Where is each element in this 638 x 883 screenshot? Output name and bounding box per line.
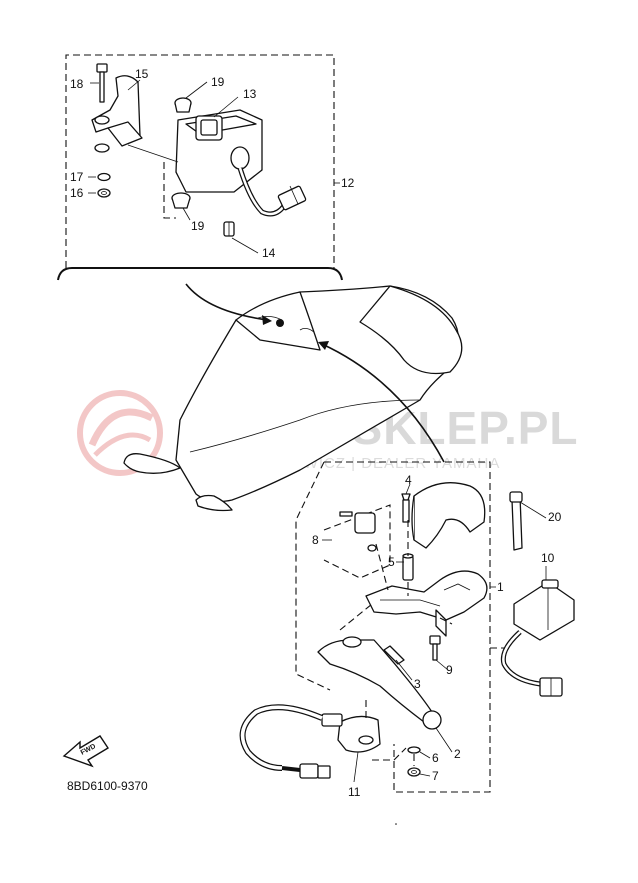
part-16-nut	[97, 188, 111, 198]
callout-3: 3	[414, 677, 421, 691]
top-inset	[57, 54, 343, 281]
pointer-line-lower	[321, 343, 445, 463]
callout-14: 14	[262, 246, 276, 260]
fwd-arrow-icon: FWD	[62, 735, 109, 768]
callout-12: 12	[341, 176, 355, 190]
callout-17: 17	[70, 170, 84, 184]
part-19-grommet-top	[174, 97, 192, 113]
callout-11: 11	[348, 785, 361, 799]
callout-20: 20	[548, 510, 562, 524]
assembly-frame-right	[324, 461, 491, 793]
part-9-bolt	[429, 635, 441, 661]
inset-frame	[65, 54, 335, 268]
diagram-code: 8BD6100-9370	[67, 779, 148, 793]
inset-guide	[163, 162, 176, 219]
throttle-grip-cover	[411, 482, 486, 549]
part-20-cable-tie	[509, 491, 523, 551]
part-7-nut	[407, 767, 421, 777]
callout-19-bottom: 19	[191, 219, 205, 233]
callout-6: 6	[432, 751, 439, 765]
part-4-bolt	[401, 493, 411, 523]
callout-7: 7	[432, 769, 439, 783]
assembly-frame-left	[295, 461, 331, 691]
lower-assembly	[239, 461, 575, 793]
part-10-connector-unit	[500, 579, 575, 697]
callout-2: 2	[454, 747, 461, 761]
part-17-washer	[97, 172, 111, 182]
part-6-washer	[407, 746, 421, 754]
callout-16: 16	[70, 186, 84, 200]
part-5-spacer	[402, 553, 414, 581]
part-15-bracket	[91, 75, 143, 153]
callout-19-top: 19	[211, 75, 225, 89]
callout-4: 4	[405, 473, 412, 487]
callout-15: 15	[135, 67, 149, 81]
part-13-switch-housing	[175, 109, 263, 193]
callout-9: 9	[446, 663, 453, 677]
vehicle-silhouette	[123, 285, 463, 512]
part-14-screw	[223, 221, 235, 237]
lever-housing	[365, 570, 488, 637]
callout-5: 5	[388, 555, 395, 569]
callout-13: 13	[243, 87, 257, 101]
pointer-line-upper	[185, 283, 269, 321]
callout-18: 18	[70, 77, 84, 91]
inset-wire-connector	[237, 167, 307, 217]
part-8-assembly	[339, 511, 377, 552]
callout-10: 10	[541, 551, 555, 565]
callout-1: 1	[497, 580, 504, 594]
part-11-lever-switch	[239, 704, 381, 779]
part-19-grommet-bottom	[171, 192, 191, 209]
part-2-brake-lever	[317, 636, 442, 730]
part-18-bolt	[96, 63, 108, 103]
callout-8: 8	[312, 533, 319, 547]
handlebar-location-marker	[276, 319, 284, 327]
watermark-logo-icon	[77, 390, 163, 476]
part-3-screw	[383, 645, 405, 665]
inset-bottom-bracket	[57, 267, 343, 281]
